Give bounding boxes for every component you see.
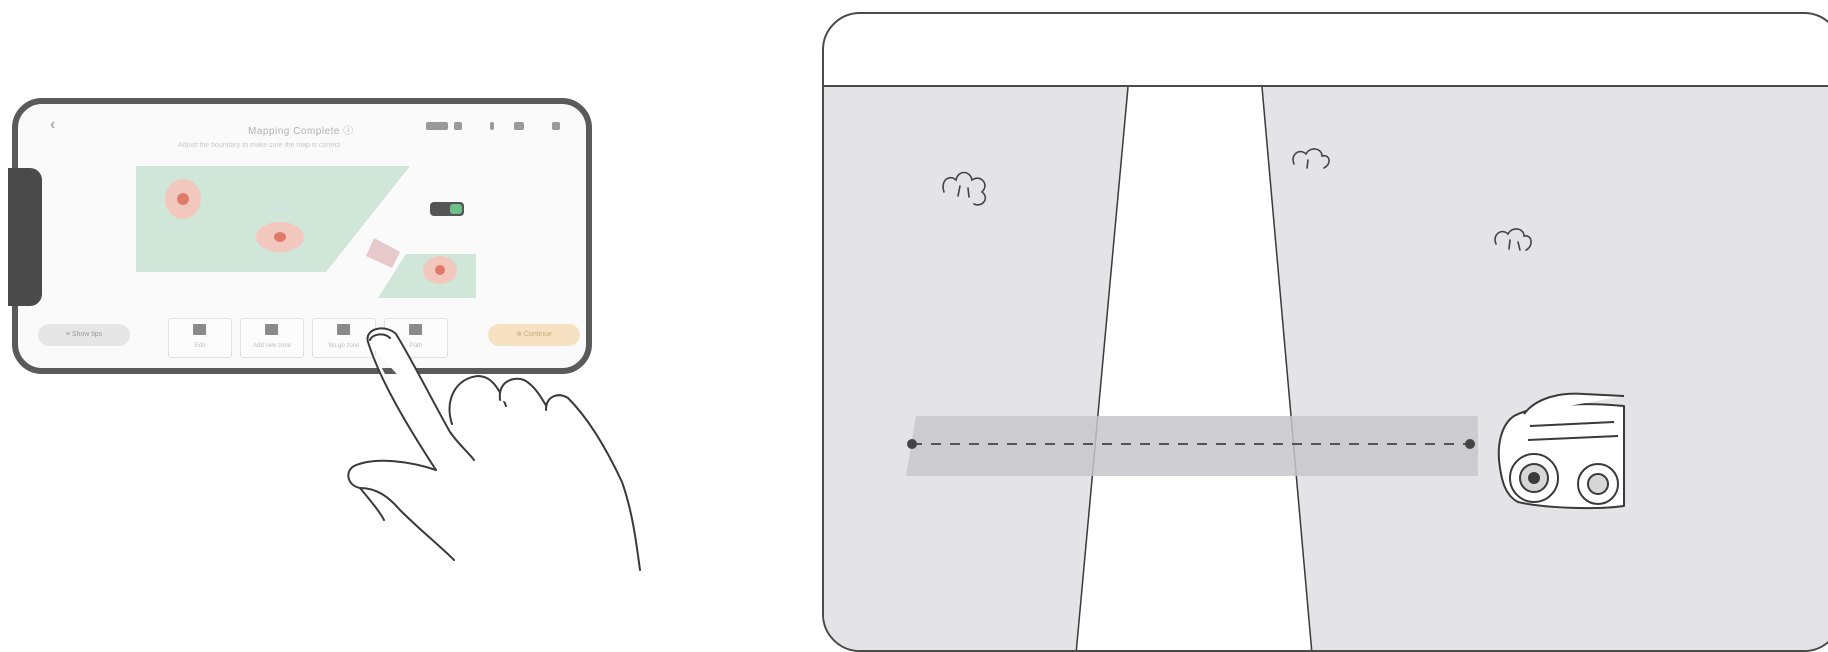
no-go-zone[interactable]: [256, 222, 304, 252]
passage: [366, 238, 400, 268]
no-go-zone[interactable]: [423, 256, 457, 284]
edit-icon: [193, 324, 206, 335]
add-zone-icon: [265, 324, 278, 335]
phone-side-button: [8, 168, 42, 306]
tool-label: Add new zone: [241, 343, 303, 349]
lawn-scene-svg: [824, 14, 1828, 652]
robot-map-icon: [430, 202, 464, 216]
crossing-strip: [906, 416, 1478, 476]
lawn-right: [1262, 87, 1828, 652]
tool-add-zone[interactable]: Add new zone: [240, 318, 304, 358]
route-end-point: [1465, 439, 1475, 449]
tips-button[interactable]: ≡ Show tips: [38, 324, 130, 346]
tool-edit[interactable]: Edit: [168, 318, 232, 358]
route-start-point: [907, 439, 917, 449]
no-go-zone[interactable]: [165, 179, 201, 219]
tool-label: Edit: [169, 343, 231, 349]
lawn-scene-illustration: [822, 12, 1828, 652]
lawn-left: [824, 87, 1128, 652]
pointing-hand-icon: [340, 320, 660, 620]
